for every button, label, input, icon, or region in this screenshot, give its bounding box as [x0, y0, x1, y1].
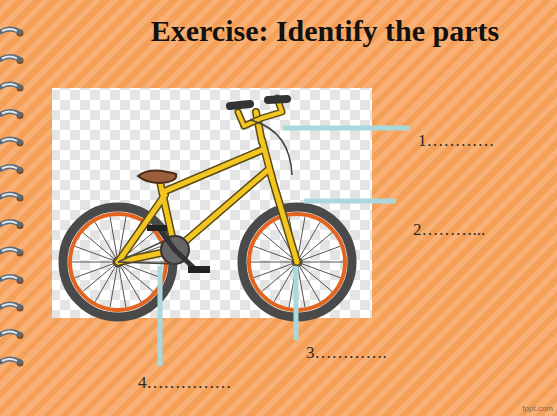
spoke — [83, 232, 118, 262]
callout-number: 4…………… — [138, 373, 232, 393]
binding-ring — [2, 29, 17, 31]
spiral-binding — [0, 29, 24, 367]
pedal — [188, 266, 210, 273]
binding-ring — [0, 139, 20, 142]
spoke — [297, 246, 340, 262]
binding-ring — [2, 84, 17, 86]
binding-ring — [2, 139, 17, 141]
binding-ring — [2, 112, 17, 114]
binding-ring — [0, 57, 20, 60]
binding-ring — [0, 277, 20, 280]
binding-ring — [2, 249, 17, 251]
binding-ring — [0, 112, 20, 115]
binding-ring — [0, 167, 20, 170]
frame — [118, 112, 297, 262]
spoke — [251, 262, 297, 263]
binding-ring — [0, 332, 20, 335]
spoke — [75, 246, 118, 262]
grip — [230, 104, 250, 106]
binding-ring — [2, 277, 17, 279]
binding-ring — [0, 249, 20, 252]
binding-ring — [2, 222, 17, 224]
spoke — [297, 262, 332, 292]
spoke — [75, 262, 118, 278]
seat — [138, 170, 176, 183]
binding-ring — [2, 57, 17, 59]
binding-ring — [0, 29, 20, 32]
binding-ring — [0, 84, 20, 87]
spoke — [72, 262, 118, 263]
spoke — [297, 222, 320, 262]
binding-ring — [0, 359, 20, 362]
grip — [268, 99, 287, 100]
callout-number: 2………... — [413, 220, 485, 240]
leader-line — [160, 128, 410, 366]
callout-number: 1………… — [418, 131, 495, 151]
binding-ring — [2, 359, 17, 361]
spoke — [118, 262, 126, 307]
spoke — [254, 262, 297, 278]
frame-outline — [118, 112, 297, 262]
watermark: fppt.com — [522, 404, 553, 413]
binding-ring — [0, 222, 20, 225]
spoke — [118, 262, 153, 292]
spoke — [262, 262, 297, 292]
callout-number: 3…………. — [306, 343, 387, 363]
binding-ring — [2, 194, 17, 196]
spoke — [83, 262, 118, 292]
spoke — [297, 232, 332, 262]
binding-ring — [2, 332, 17, 334]
binding-ring — [0, 194, 20, 197]
spoke — [95, 262, 118, 302]
spoke — [110, 217, 118, 262]
spoke — [297, 262, 343, 263]
binding-ring — [0, 304, 20, 307]
spoke — [297, 262, 340, 278]
title: Exercise: Identify the parts — [100, 14, 550, 48]
binding-ring — [2, 304, 17, 306]
binding-ring — [2, 167, 17, 169]
